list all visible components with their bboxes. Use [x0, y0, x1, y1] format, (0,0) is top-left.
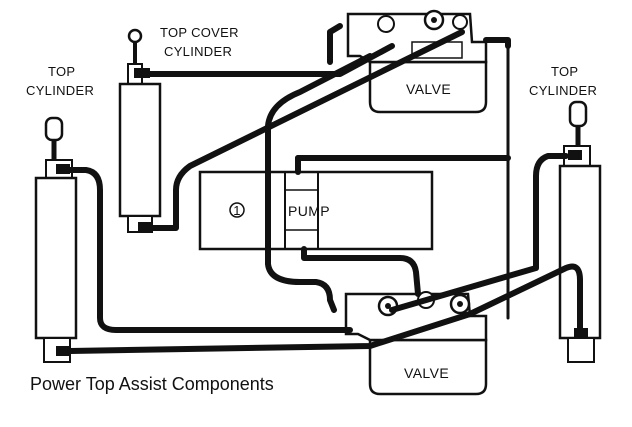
- top-cylinder-left-label-line1: TOP: [48, 64, 75, 79]
- hoses: [67, 23, 583, 354]
- hose: [67, 167, 353, 333]
- top-cylinder-right-label-line2: CYLINDER: [529, 83, 597, 98]
- hose: [149, 29, 465, 231]
- labels: TOP COVER CYLINDER TOP CYLINDER TOP CYLI…: [26, 25, 597, 98]
- diagram-caption: Power Top Assist Components: [30, 374, 274, 394]
- valve-lower: VALVE: [344, 291, 488, 396]
- hose: [265, 53, 373, 313]
- top-cover-cylinder-label-line1: TOP COVER: [160, 25, 239, 40]
- pump-marker-circle: [229, 202, 245, 218]
- top-cylinder-left: [34, 116, 78, 363]
- hose: [389, 153, 569, 313]
- pump-marker: 1: [233, 203, 241, 218]
- hose: [67, 263, 583, 354]
- top-cover-cylinder: [118, 28, 162, 233]
- pump: 1 PUMP: [198, 170, 434, 251]
- pump-label: PUMP: [288, 203, 330, 219]
- valve-upper-label: VALVE: [406, 81, 451, 97]
- top-cylinder-right-label-line1: TOP: [551, 64, 578, 79]
- valve-lower-label: VALVE: [404, 365, 449, 381]
- hose: [301, 246, 421, 297]
- hose: [483, 37, 511, 49]
- top-cover-cylinder-label-line2: CYLINDER: [164, 44, 232, 59]
- hose: [327, 23, 343, 65]
- top-cylinder-left-label-line2: CYLINDER: [26, 83, 94, 98]
- valve-upper: VALVE: [346, 9, 488, 114]
